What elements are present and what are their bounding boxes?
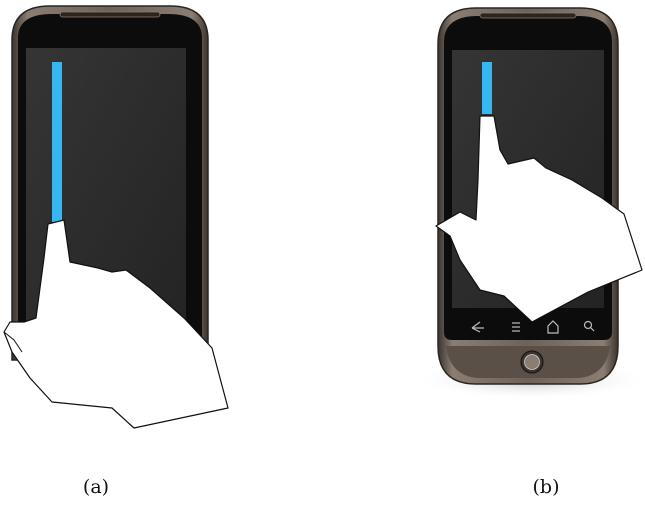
figure-a-caption: (a) xyxy=(66,476,126,498)
indicator-bar xyxy=(52,62,62,222)
speaker-grille xyxy=(480,13,576,18)
indicator-bar xyxy=(482,62,492,114)
figure-b-illustration xyxy=(420,0,645,470)
trackball-icon[interactable] xyxy=(521,351,543,373)
speaker-grille xyxy=(60,12,160,17)
figure-a-illustration xyxy=(0,0,260,470)
figure-a: (a) xyxy=(0,0,260,526)
figure-b-caption: (b) xyxy=(516,476,576,498)
figure-b: (b) xyxy=(420,0,645,526)
